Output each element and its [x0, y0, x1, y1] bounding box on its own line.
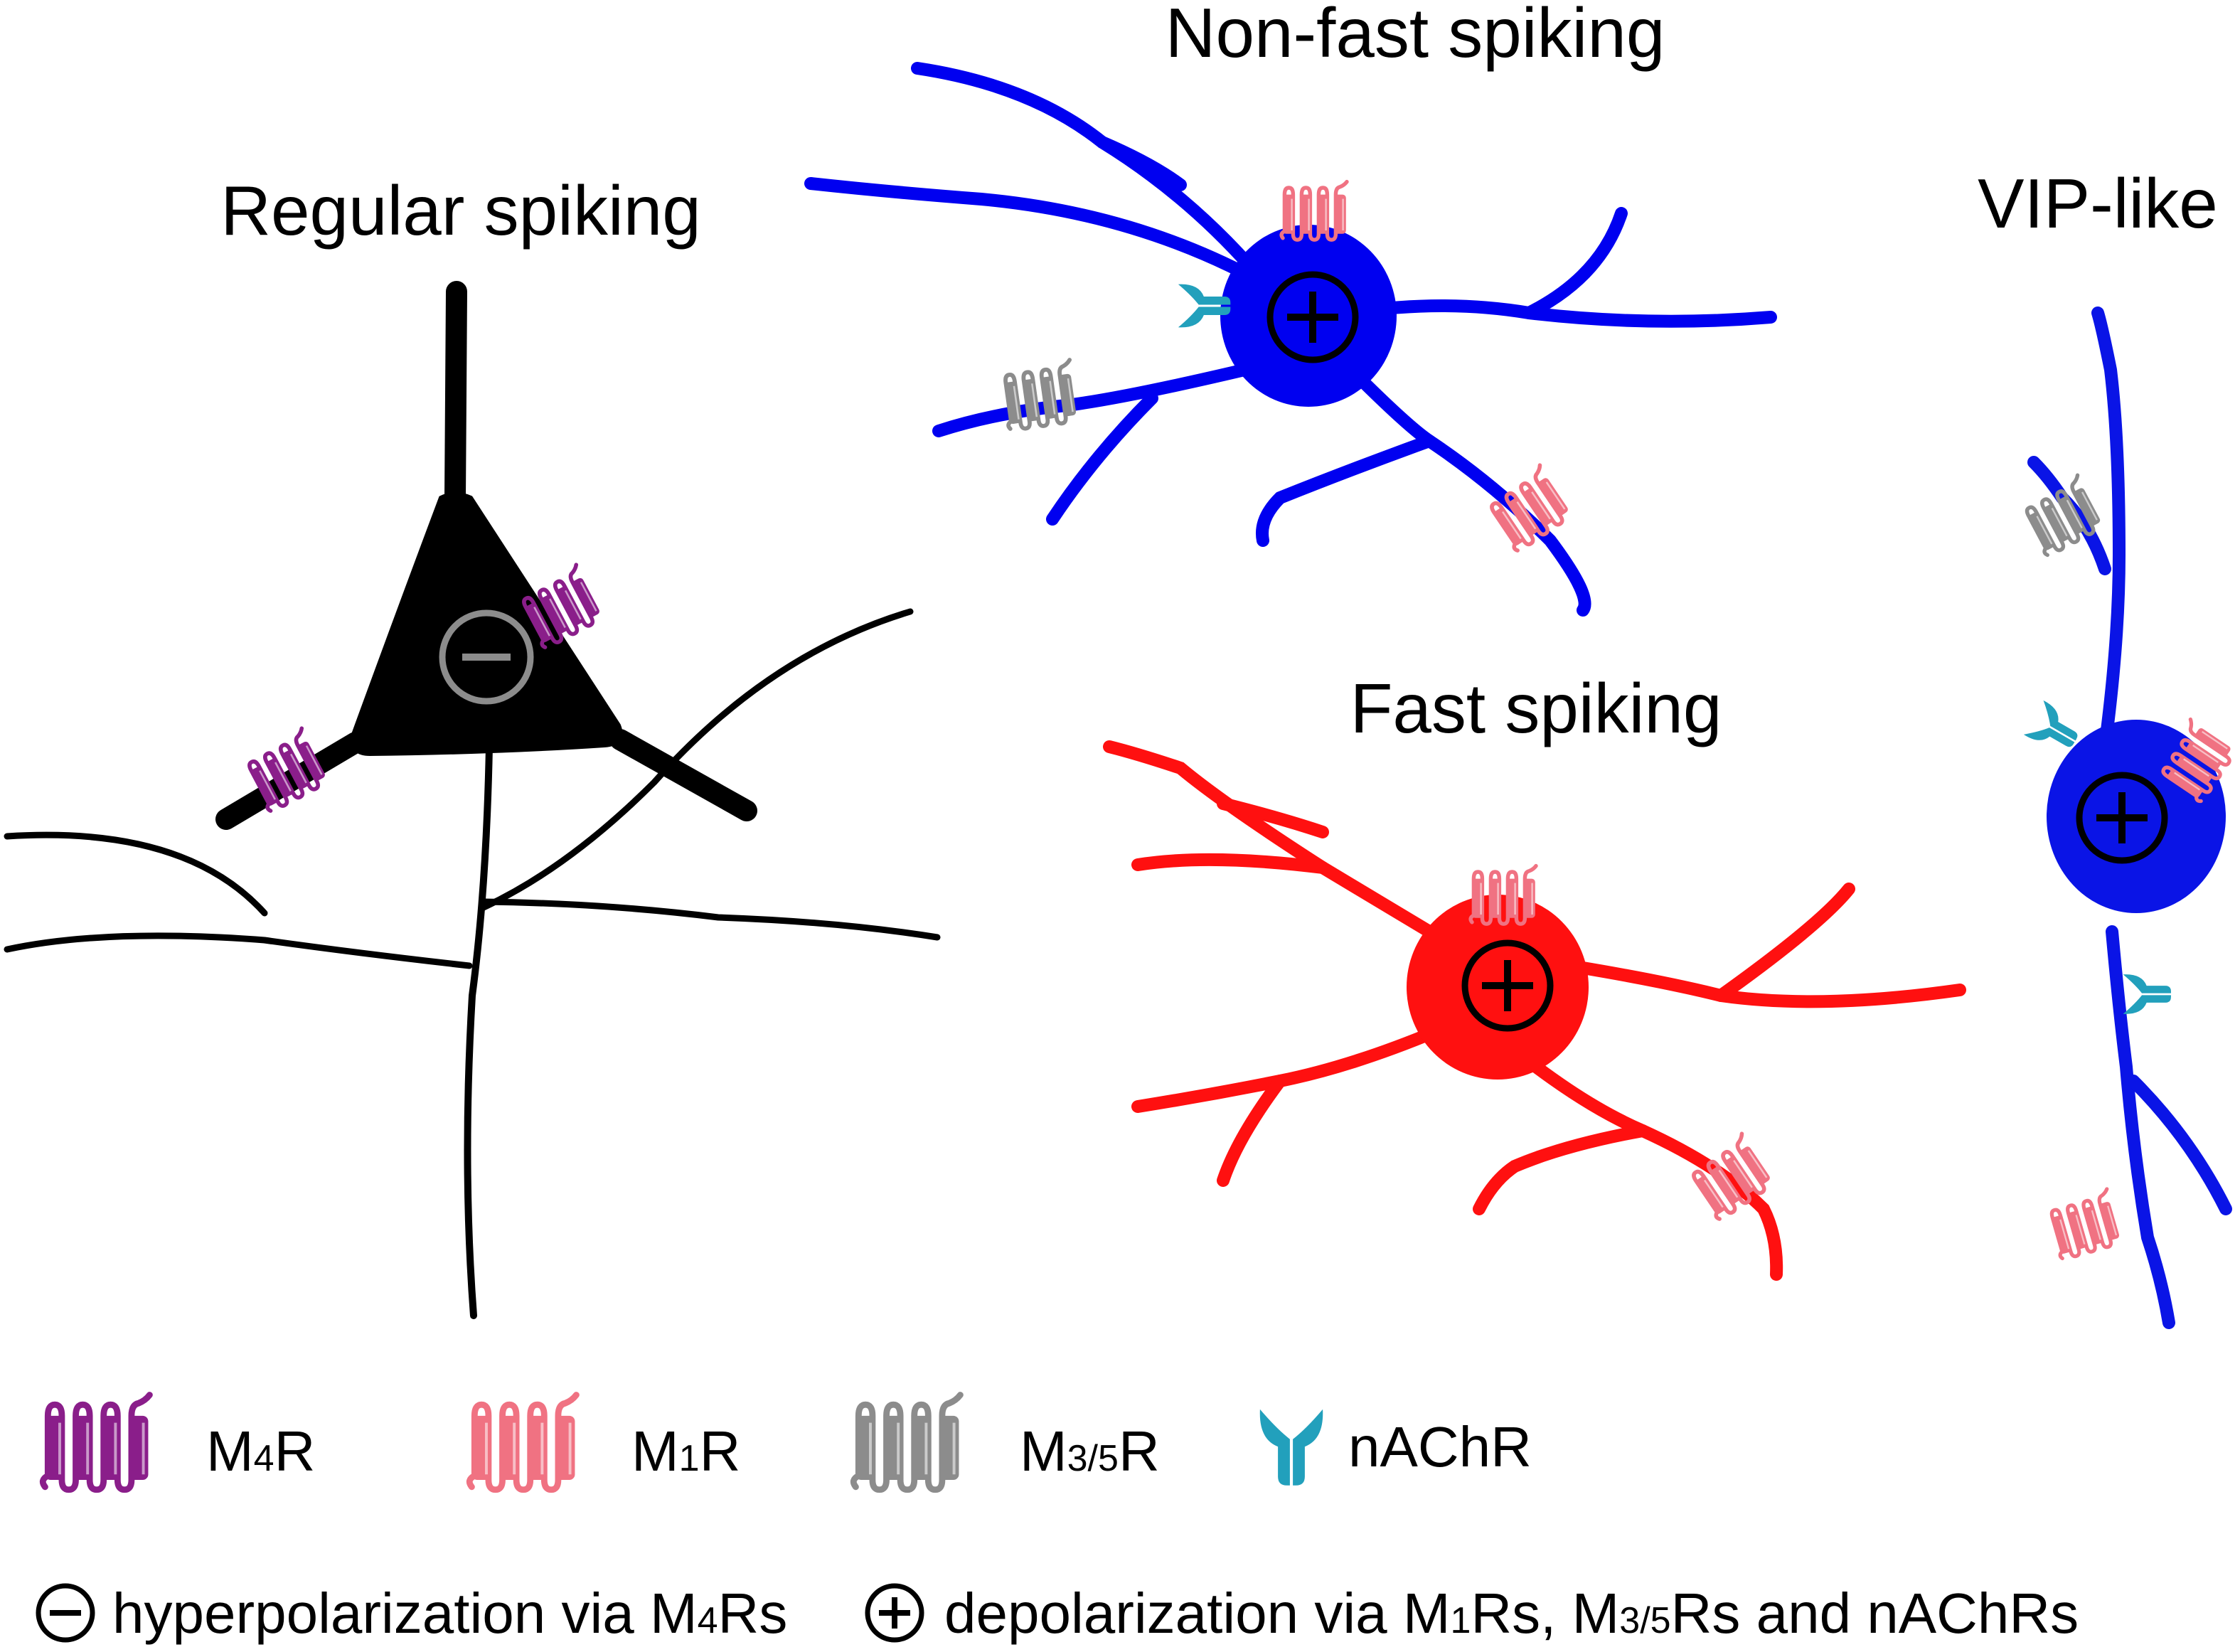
receptor-legend: M4R M1R M3/5R nAChR — [43, 1395, 1532, 1489]
depol-subscript-2: 3/5 — [1619, 1600, 1670, 1641]
legend-m35r-subscript: 3/5 — [1067, 1438, 1119, 1479]
fast-dendrites — [1103, 740, 1966, 1281]
plus-circle-icon — [2076, 772, 2168, 864]
legend-m1r-subscript: 1 — [679, 1438, 700, 1479]
depol-subscript-1: 1 — [1450, 1600, 1471, 1641]
legend-nachr-label: nAChR — [1348, 1415, 1532, 1478]
effect-notes: hyperpolarization via M4Rs depolarizatio… — [36, 1582, 2079, 1645]
vip-like-title: VIP-like — [1978, 164, 2218, 243]
minus-circle-icon — [36, 1583, 95, 1643]
legend-m35r-suffix: R — [1119, 1419, 1160, 1483]
m1-receptor-icon — [469, 1395, 576, 1489]
depol-suffix: Rs and nAChRs — [1671, 1582, 2079, 1645]
depolarization-note: depolarization via M1Rs, M3/5Rs and nACh… — [865, 1582, 2079, 1645]
regular-spiking-title: Regular spiking — [220, 171, 700, 250]
minus-circle-icon — [439, 609, 534, 705]
svg-text:M4R: M4R — [206, 1419, 315, 1483]
nicotinic-receptor-icon — [1259, 1409, 1323, 1486]
legend-m35r: M3/5R — [853, 1395, 1160, 1489]
legend-m4r-suffix: R — [274, 1419, 316, 1483]
svg-text:M1R: M1R — [631, 1419, 740, 1483]
legend-m4r-letter: M — [206, 1419, 254, 1483]
legend-m1r-suffix: R — [700, 1419, 741, 1483]
hyper-suffix: Rs — [718, 1582, 788, 1645]
hyper-subscript: 4 — [698, 1600, 718, 1641]
plus-circle-icon — [865, 1583, 924, 1643]
depol-text: depolarization via M — [944, 1582, 1450, 1645]
non-fast-m1r-dendrite — [1484, 465, 1574, 553]
vip-nachr-lower — [2123, 974, 2171, 1014]
legend-nachr: nAChR — [1259, 1409, 1532, 1486]
non-fast-spiking-title: Non-fast spiking — [1166, 0, 1665, 72]
depol-mid: Rs, M — [1471, 1582, 1619, 1645]
legend-m4r-subscript: 4 — [254, 1438, 274, 1479]
legend-m1r-letter: M — [631, 1419, 679, 1483]
regular-soma-and-dendrites — [215, 281, 757, 830]
vip-m1r-dendrite — [2046, 1189, 2122, 1260]
hyper-text: hyperpolarization via M — [112, 1582, 698, 1645]
hyperpolarization-note: hyperpolarization via M4Rs — [36, 1582, 787, 1645]
m4-receptor-icon — [43, 1395, 149, 1489]
regular-spiking-neuron: Regular spiking — [4, 171, 941, 1319]
legend-m1r: M1R — [469, 1395, 740, 1489]
legend-m35r-letter: M — [1020, 1419, 1067, 1483]
plus-circle-icon — [1461, 939, 1554, 1032]
svg-text:hyperpolarization via M4Rs: hyperpolarization via M4Rs — [112, 1582, 787, 1645]
vip-dendrites — [2027, 307, 2232, 1329]
non-fast-m35r — [1001, 360, 1078, 431]
fast-spiking-neuron: Fast spiking — [1103, 669, 1966, 1281]
svg-text:M3/5R: M3/5R — [1020, 1419, 1160, 1483]
m35-receptor-icon — [853, 1395, 960, 1489]
plus-circle-icon — [1266, 271, 1359, 363]
non-fast-spiking-neuron: Non-fast spiking — [804, 0, 1777, 617]
vip-like-neuron: VIP-like — [1978, 164, 2237, 1329]
legend-m4r: M4R — [43, 1395, 315, 1489]
fast-spiking-title: Fast spiking — [1350, 669, 1722, 747]
svg-text:depolarization via M1Rs, M3/5R: depolarization via M1Rs, M3/5Rs and nACh… — [944, 1582, 2079, 1645]
